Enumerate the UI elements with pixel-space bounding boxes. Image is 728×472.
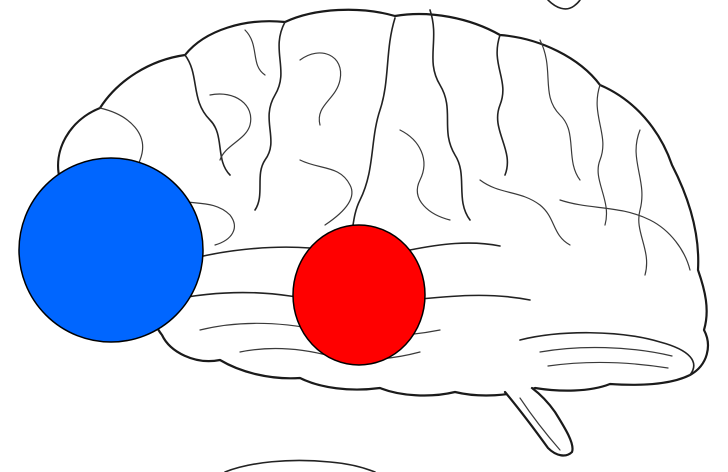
- red-marker-circle: [293, 225, 425, 365]
- top-edge-fragment: [548, 0, 580, 9]
- bottom-edge-fragment: [225, 460, 375, 472]
- blue-marker-circle: [19, 158, 203, 342]
- brain-stem: [505, 388, 573, 455]
